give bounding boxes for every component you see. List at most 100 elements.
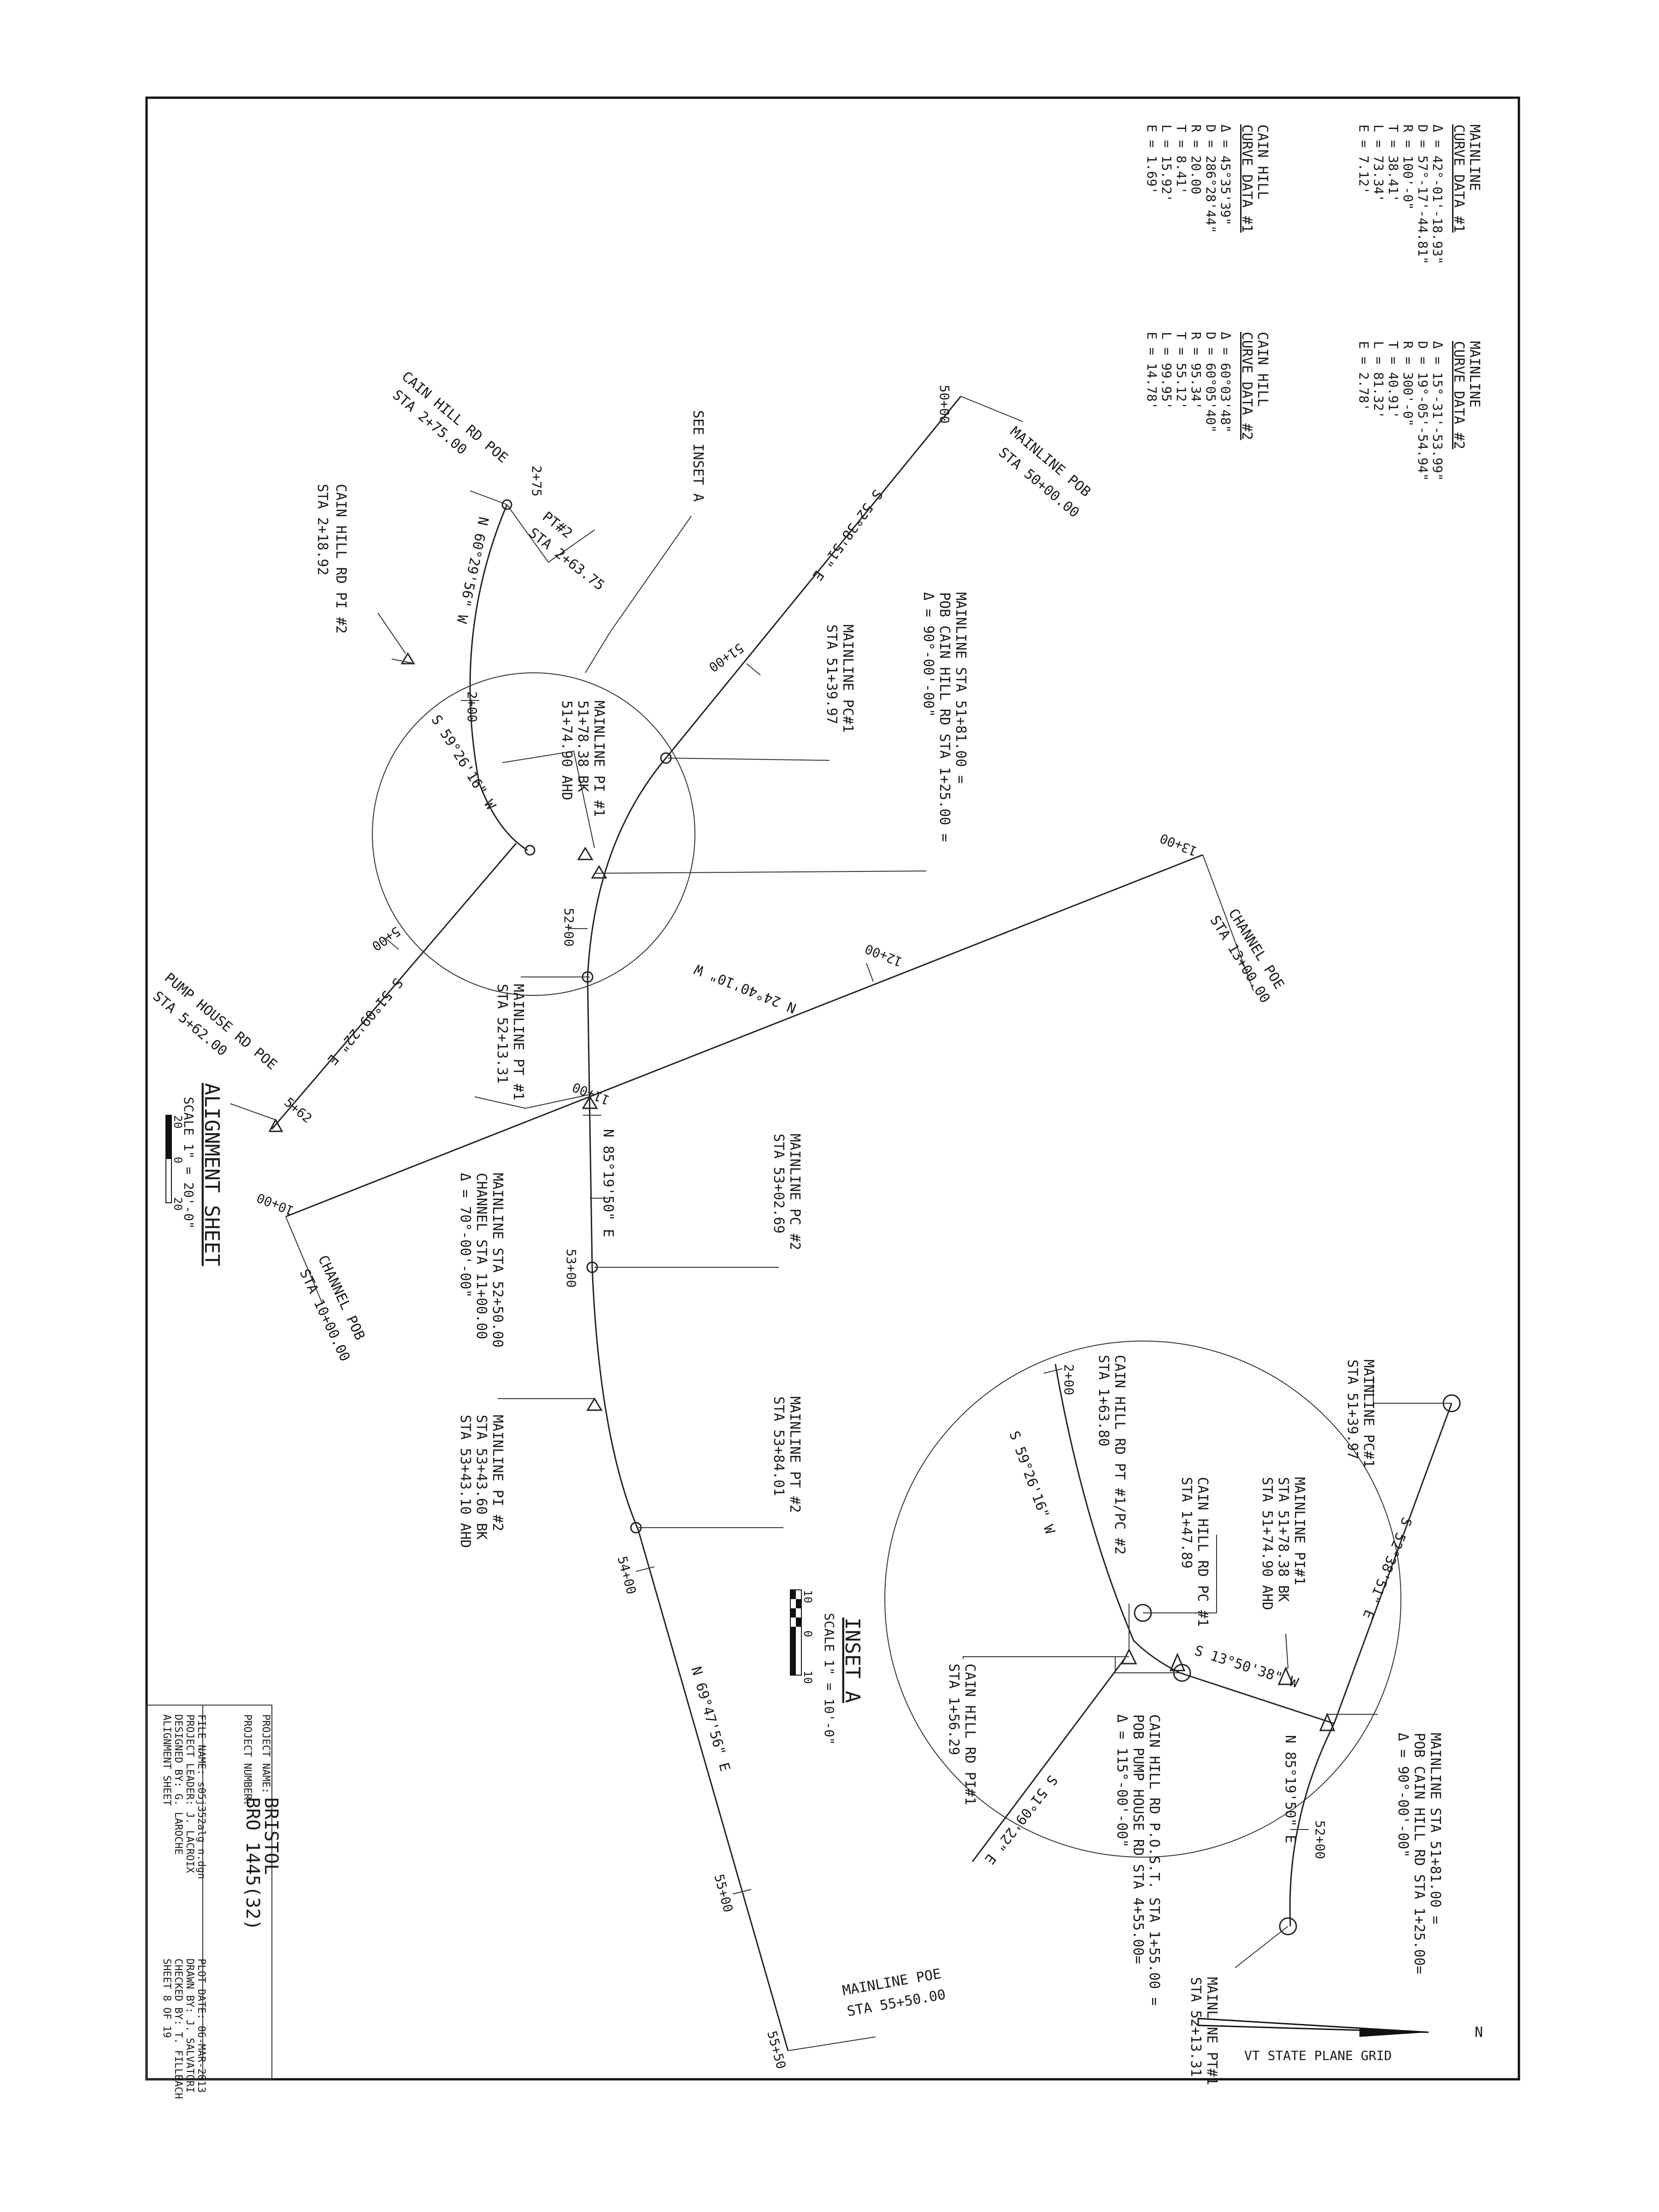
project-number-label: PROJECT NUMBER: <box>241 1714 253 1806</box>
scale-tick-mid: 0 <box>171 1157 184 1163</box>
project-leader: PROJECT LEADER: J. LACROIX <box>184 1714 195 1873</box>
curve-line: E = 14.78' <box>1144 332 1159 410</box>
checked-by: CHECKED BY: T. FILLBACH <box>172 1959 184 2099</box>
file-name: FILE NAME: s05j352alg n.dgn <box>195 1714 207 1879</box>
inset-station-2-00: 2+00 <box>1061 1364 1077 1395</box>
inset-a-scale-text: SCALE 1" = 10'-0" <box>822 1613 837 1745</box>
inset-bearing-1: S 52°38'51" E <box>1359 1515 1415 1621</box>
curve-title: MAINLINE <box>1466 341 1483 408</box>
curve-title: CAIN HILL <box>1254 332 1271 407</box>
channel-eq-line-1: MAINLINE STA 51+81.00 = <box>953 592 969 783</box>
mainline-pi1-ahd: 51+74.90 AHD <box>559 700 575 800</box>
bearing-cain-1: N 60°29'56" W <box>453 515 491 625</box>
mainline-curve-data-2: MAINLINE CURVE DATA #2 Δ = 15°-31'-53.99… <box>1356 341 1483 481</box>
curve-line: Δ = 15°-31'-53.99" <box>1430 341 1445 481</box>
mainline-pc1-station: STA 51+39.97 <box>824 624 840 724</box>
inset-station-52-00: 52+00 <box>1312 1820 1328 1859</box>
mainline-pi1-label: MAINLINE PI #1 <box>591 700 607 817</box>
mainline-pt2-label: MAINLINE PT #2 <box>787 1396 803 1513</box>
alignment-sheet-title: ALIGNMENT SHEET <box>200 1083 224 1266</box>
channel-eq-line-2: POB CAIN HILL RD STA 1+25.00 = <box>936 592 953 842</box>
inset-scale-tick-right: 10 <box>801 1671 814 1684</box>
curve-line: L = 73.34' <box>1371 124 1386 202</box>
cain-hill-rd-alignment <box>469 504 528 851</box>
inset-cain-pc-station: STA 1+47.89 <box>1178 1477 1194 1569</box>
inset-scale-tick-left: 10 <box>801 1590 814 1603</box>
inset-cain-pt-station: STA 1+63.80 <box>1095 1355 1112 1447</box>
inset-cain-pi-label: CAIN HILL RD PI#1 <box>962 1664 978 1805</box>
curve-line: R = 300'-0" <box>1400 341 1416 426</box>
curve-line: T = 38.41' <box>1386 124 1401 202</box>
curve-line: D = 286°28'44" <box>1203 124 1218 233</box>
designed-by: DESIGNED BY: G. LAROCHE <box>172 1714 184 1855</box>
inset-cain-pt-label: CAIN HILL RD PT #1/PC #2 <box>1112 1355 1128 1554</box>
inset-mainline-tangent <box>1333 1403 1453 1724</box>
inset-pc1-station: STA 51+39.97 <box>1344 1359 1360 1459</box>
inset-bearing-5: S 51°09'22" E <box>981 1772 1060 1867</box>
curve-line: D = 60°05'40" <box>1203 332 1218 433</box>
cain-hill-pi2-station: STA 2+18.92 <box>314 484 330 576</box>
bearing-cain-2: S 59°26'16" W <box>428 712 499 813</box>
curve-line: R = 20.00 <box>1188 124 1204 194</box>
curve-line: R = 95.34' <box>1188 332 1204 410</box>
inset-post-line-2: POB PUMP HOUSE RD STA 4+55.00= <box>1130 1714 1146 1964</box>
bearing-mainline-3: N 69°47'56" E <box>688 1665 733 1773</box>
scale-tick-left: 20 <box>171 1115 184 1129</box>
curve-line: E = 7.12' <box>1356 124 1371 194</box>
curve-line: L = 99.95' <box>1159 332 1174 410</box>
north-arrow-n: N <box>1475 2024 1483 2041</box>
inset-a-title: INSET A <box>841 1618 864 1703</box>
project-name-label: PROJECT NAME: <box>260 1714 271 1794</box>
inset-bearing-2: S 59°26'16" W <box>1006 1429 1058 1536</box>
alignment-scale-text: SCALE 1" = 20'-0" <box>181 1097 196 1229</box>
inset-bearing-3: S 13°50'38" W <box>1193 1642 1301 1691</box>
mainline-curve-2-tangent-3 <box>591 1267 789 2051</box>
inset-cain-hill <box>1054 1364 1180 1674</box>
inset-post-line-1: CAIN HILL RD P.O.S.T. STA 1+55.00 = <box>1146 1714 1162 2006</box>
inset-pi1-ahd: STA 51+74.90 AHD <box>1259 1477 1275 1610</box>
curve-line: Δ = 60°03'48" <box>1218 332 1233 433</box>
curve-line: T = 55.12' <box>1174 332 1189 410</box>
inset-pt1-label: MAINLINE PT#1 <box>1204 1977 1220 2085</box>
sheet-type: ALIGNMENT SHEET <box>161 1714 172 1806</box>
curve-title: MAINLINE <box>1466 124 1483 191</box>
curve-line: T = 40.91' <box>1386 341 1401 419</box>
bearing-pump-house: S 51°09'22" E <box>324 975 406 1068</box>
inset-cain-pc-label: CAIN HILL RD PC #1 <box>1194 1477 1211 1627</box>
mainline-channel-eq-1: MAINLINE STA 52+50.00 <box>489 1173 506 1347</box>
inset-mainline-curve <box>1289 1723 1335 1927</box>
mainline-pc2-station: STA 53+02.69 <box>771 1134 787 1234</box>
curve-line: D = 19°-05'-54.94" <box>1415 341 1430 481</box>
curve-subtitle: CURVE DATA #2 <box>1239 332 1255 440</box>
station-12-00: 12+00 <box>863 941 905 970</box>
mainline-pi2-ahd: STA 53+43.10 AHD <box>457 1415 473 1548</box>
curve-line: Δ = 42°-01'-18.93" <box>1430 124 1445 264</box>
station-50-00: 50+00 <box>937 385 952 424</box>
project-title-block: PROJECT NAME: BRISTOL PROJECT NUMBER: BR… <box>146 1705 282 2099</box>
north-arrow: VT STATE PLANE GRID N <box>1197 2018 1483 2063</box>
curve-line: D = 57°-17'-44.81" <box>1415 124 1430 264</box>
curve-line: T = 8.41' <box>1174 124 1189 194</box>
inset-eq-line-3: Δ = 90°-00'-00" <box>1395 1733 1411 1858</box>
north-arrow-head-icon <box>1359 2028 1429 2037</box>
main-plan-linework <box>230 396 1254 2051</box>
plot-date: PLOT DATE: 06-MAR-2013 <box>195 1959 207 2093</box>
mainline-pt2-station: STA 53+84.01 <box>771 1396 787 1496</box>
station-54-00: 54+00 <box>614 1554 639 1596</box>
curve-subtitle: CURVE DATA #2 <box>1451 341 1467 449</box>
curve-subtitle: CURVE DATA #1 <box>1451 124 1467 233</box>
station-51-00: 51+00 <box>706 640 747 675</box>
channel-eq-line-3: Δ = 90°-00'-00" <box>920 592 936 717</box>
inset-a-scale-bar: 10 0 10 <box>790 1589 814 1684</box>
inset-bearing-4: N 85°19'50" E <box>1282 1735 1298 1843</box>
bearing-channel: N 24°40'10" W <box>692 960 799 1016</box>
curve-title: CAIN HILL <box>1254 124 1271 200</box>
inset-pump-house <box>971 1659 1125 1862</box>
inset-a: MAINLINE PC#1 STA 51+39.97 MAINLINE PI#1… <box>790 1341 1461 2085</box>
inset-pi1-bk: STA 51+78.38 BK <box>1275 1477 1291 1602</box>
mainline-pc2-label: MAINLINE PC #2 <box>787 1134 803 1250</box>
curve-line: E = 2.78' <box>1356 341 1371 411</box>
scale-tick-right: 20 <box>171 1197 184 1211</box>
curve-line: Δ = 45°35'39" <box>1218 124 1233 225</box>
cain-hill-curve-data-1: CAIN HILL CURVE DATA #1 Δ = 45°35'39" D … <box>1144 124 1271 233</box>
